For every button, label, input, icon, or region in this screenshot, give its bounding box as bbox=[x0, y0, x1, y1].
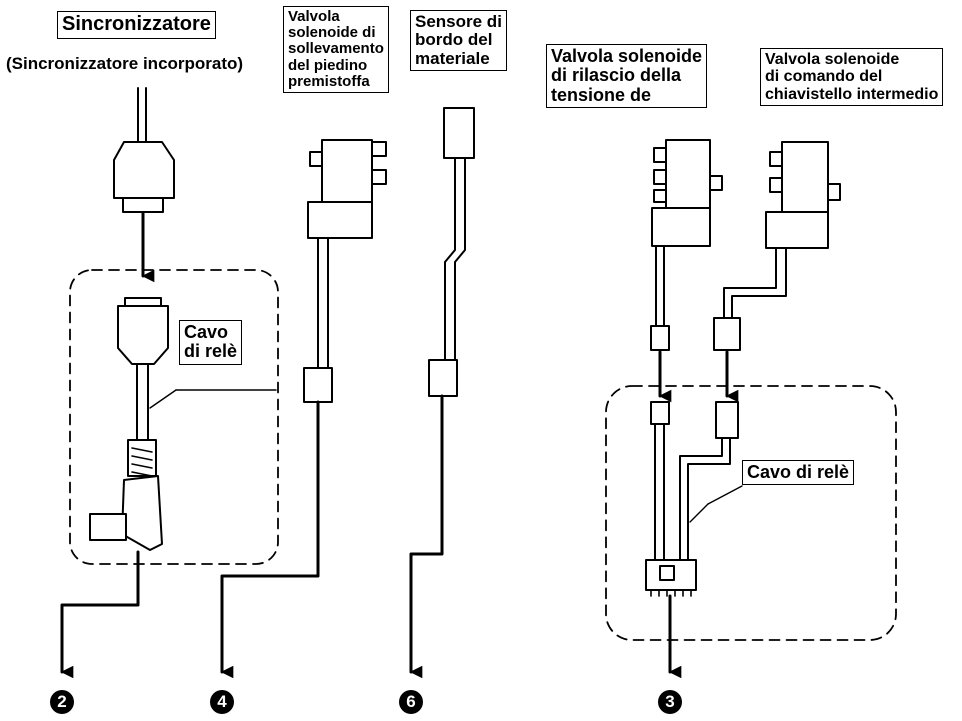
relay-cable-right bbox=[645, 401, 743, 597]
edge-sensor-label: Sensore di bordo del materiale bbox=[410, 10, 507, 72]
connector-number-3: 3 bbox=[658, 690, 682, 714]
relay-cable-left bbox=[89, 297, 277, 551]
connector-number-2: 2 bbox=[50, 690, 74, 714]
tension-release-valve bbox=[650, 139, 723, 351]
relay-cable-left-box bbox=[69, 269, 279, 565]
synchronizer-plug bbox=[113, 87, 175, 213]
relay-cable-right-label: Cavo di relè bbox=[742, 460, 855, 486]
synchronizer-subtitle: (Sincronizzatore incorporato) bbox=[6, 54, 244, 73]
connector-number-4: 4 bbox=[210, 690, 234, 714]
presser-foot-valve-label: Valvola solenoide di sollevamento del pi… bbox=[283, 6, 389, 93]
presser-foot-valve bbox=[303, 139, 387, 403]
sync-output-line bbox=[60, 550, 140, 679]
connector-number-6: 6 bbox=[399, 690, 423, 714]
edge-sensor bbox=[428, 107, 475, 397]
edge-sensor-output-line bbox=[409, 394, 444, 679]
relay-cable-left-label: Cavo di relè bbox=[179, 320, 243, 365]
tension-release-valve-label: Valvola solenoide di rilascio della tens… bbox=[546, 44, 708, 109]
presser-foot-output-line bbox=[220, 400, 320, 679]
intermediate-latch-valve bbox=[713, 141, 841, 351]
relay-cable-right-box bbox=[605, 385, 897, 641]
synchronizer-title: Sincronizzatore bbox=[57, 11, 216, 39]
intermediate-latch-valve-label: Valvola solenoide di comando del chiavis… bbox=[760, 48, 944, 106]
